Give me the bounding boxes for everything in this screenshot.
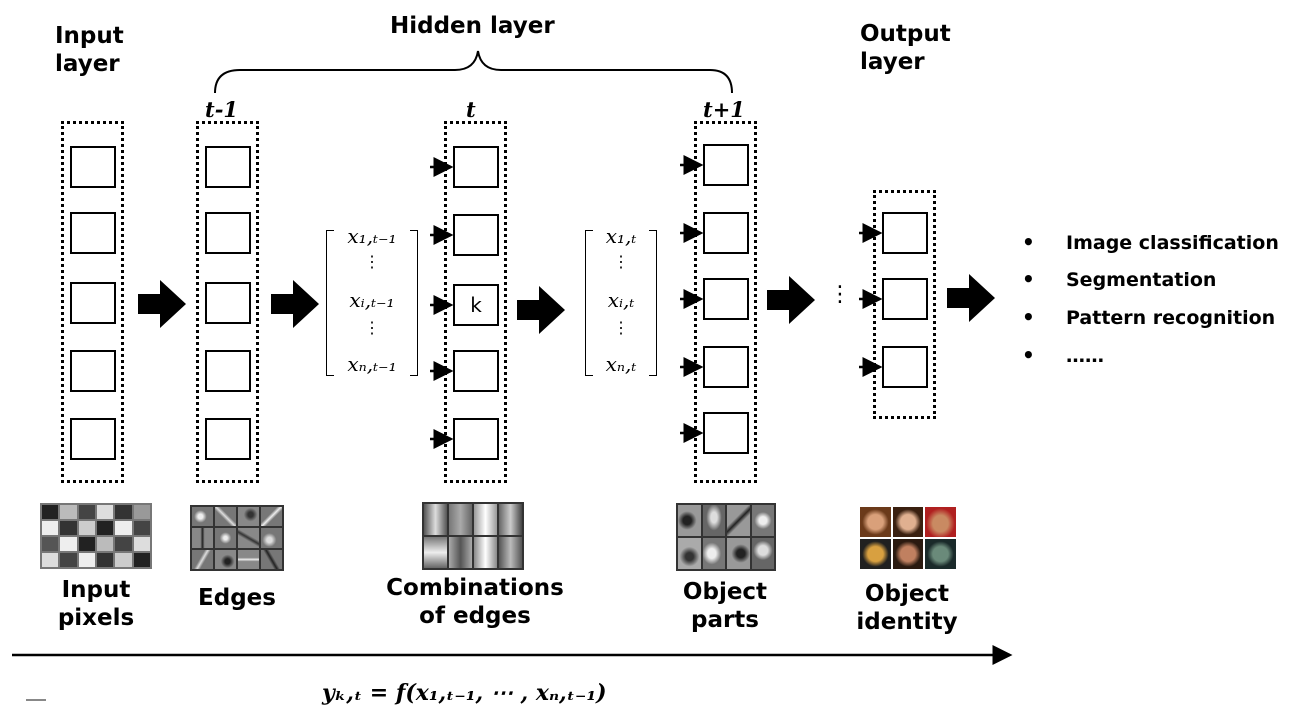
- output-node: [882, 212, 928, 254]
- hidden-node: [703, 144, 749, 186]
- layer-ellipsis: ⋮: [829, 282, 851, 307]
- time-label-t: t: [466, 97, 476, 122]
- block-arrow-icon: [138, 280, 186, 328]
- caption-object-parts: Object parts: [682, 579, 768, 633]
- task-item: •Pattern recognition: [1022, 305, 1276, 329]
- caption-combinations: Combinations of edges: [386, 575, 564, 629]
- input-node: [70, 282, 116, 324]
- edges-thumbnail: [190, 505, 284, 571]
- caption-object-identity: Object identity: [856, 581, 958, 635]
- input-node: [70, 146, 116, 188]
- input-vector-t-minus-1: x₁,ₜ₋₁ ⋮ xᵢ,ₜ₋₁ ⋮ xₙ,ₜ₋₁: [326, 224, 418, 376]
- input-pixels-thumbnail: [40, 503, 152, 569]
- hidden-node: [205, 282, 251, 324]
- hidden-node-k: k: [453, 284, 499, 326]
- hidden-node: [703, 412, 749, 454]
- output-layer-label: Output layer: [860, 21, 951, 75]
- input-layer-label: Input layer: [55, 23, 124, 77]
- block-arrow-icon: [517, 286, 565, 334]
- input-node: [70, 212, 116, 254]
- task-item: •Segmentation: [1022, 267, 1217, 291]
- caption-edges: Edges: [198, 585, 276, 611]
- object-parts-thumbnail: [676, 503, 776, 571]
- hidden-node: [703, 278, 749, 320]
- input-vector-t: x₁,ₜ ⋮ xᵢ,ₜ ⋮ xₙ,ₜ: [585, 224, 657, 376]
- time-label-t-minus-1: t-1: [205, 97, 239, 122]
- hidden-layer-brace: [214, 50, 733, 94]
- task-item: •……: [1022, 343, 1104, 367]
- task-item: •Image classification: [1022, 230, 1279, 254]
- block-arrow-icon: [767, 276, 815, 324]
- input-node: [70, 350, 116, 392]
- output-node: [882, 346, 928, 388]
- hidden-layer-label: Hidden layer: [390, 13, 555, 39]
- object-identity-thumbnail: [858, 505, 958, 571]
- block-arrow-icon: [271, 280, 319, 328]
- input-node: [70, 418, 116, 460]
- hidden-node: [205, 418, 251, 460]
- hidden-node: [703, 346, 749, 388]
- hidden-node: [205, 212, 251, 254]
- output-node: [882, 278, 928, 320]
- hidden-node: [205, 350, 251, 392]
- formula: yₖ,ₜ = f(x₁,ₜ₋₁, ⋯ , xₙ,ₜ₋₁): [322, 680, 607, 706]
- block-arrow-icon: [947, 274, 995, 322]
- combinations-thumbnail: [422, 502, 524, 570]
- hidden-node: [453, 214, 499, 256]
- hidden-column-t-minus-1: [196, 121, 259, 483]
- hidden-node: [703, 212, 749, 254]
- hidden-node: [205, 146, 251, 188]
- caption-input-pixels: Input pixels: [57, 577, 135, 631]
- hidden-node: [453, 418, 499, 460]
- hidden-node: [453, 350, 499, 392]
- time-label-t-plus-1: t+1: [703, 97, 745, 122]
- input-layer-column: [61, 121, 124, 483]
- hidden-node: [453, 146, 499, 188]
